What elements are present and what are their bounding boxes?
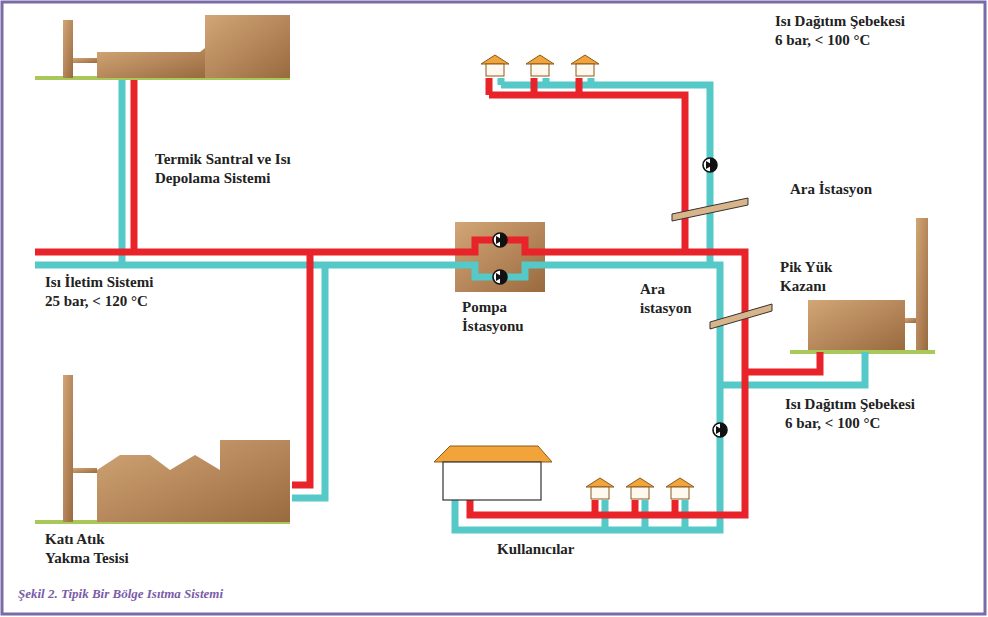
peak-boiler xyxy=(808,300,905,350)
consumer-houses xyxy=(481,55,509,76)
peak-boiler xyxy=(916,218,928,350)
consumer-houses xyxy=(434,446,552,462)
pump-symbol xyxy=(713,423,727,437)
power-plant xyxy=(35,15,290,78)
return-pipes xyxy=(35,262,455,269)
heat-exchanger xyxy=(672,198,748,221)
supply-pipes xyxy=(292,252,310,485)
component-label: Kullanıcılar xyxy=(497,540,575,559)
supply-pipes xyxy=(489,78,579,95)
peak-boiler xyxy=(905,318,916,323)
consumer-houses xyxy=(526,55,554,76)
consumer-houses xyxy=(434,55,694,500)
component-label: Termik Santral ve Isı Depolama Sistemi xyxy=(155,150,294,188)
power-plant xyxy=(205,15,290,78)
supply-pipes xyxy=(595,500,675,515)
supply-pipes xyxy=(745,352,820,372)
supply-pipes xyxy=(35,249,455,256)
consumer-houses xyxy=(571,55,599,76)
heat-exchanger xyxy=(710,304,772,329)
consumer-houses xyxy=(626,478,654,499)
incinerator xyxy=(97,440,290,522)
pump-symbol xyxy=(703,158,717,172)
component-label: Katı Atık Yakma Tesisi xyxy=(45,530,133,568)
power-plant xyxy=(63,20,73,78)
return-pipes xyxy=(501,85,710,265)
supply-pipes xyxy=(489,95,685,252)
incinerator xyxy=(73,468,97,473)
supply-pipes xyxy=(131,80,138,252)
pump-symbol xyxy=(493,158,727,437)
component-label: Pik Yük Kazanı xyxy=(780,258,836,296)
consumer-houses xyxy=(586,478,614,499)
consumer-houses xyxy=(443,462,541,500)
incinerator xyxy=(35,375,290,522)
figure-caption: Şekil 2. Tipik Bir Bölge Isıtma Sistemi xyxy=(18,586,223,602)
return-pipes xyxy=(35,78,865,530)
supply-pipes xyxy=(35,78,820,515)
component-label: Pompa İstasyonu xyxy=(462,298,527,336)
component-label: Isı Dağıtım Şebekesi 6 bar, < 100 °C xyxy=(775,12,909,50)
component-label: Ara İstasyon xyxy=(790,180,872,199)
power-plant xyxy=(73,58,97,63)
power-plant xyxy=(97,48,205,78)
pump-symbol xyxy=(493,270,507,284)
return-pipes xyxy=(119,80,126,265)
pump-station-box xyxy=(455,222,545,292)
component-label: Isı Dağıtım Şebekesi 6 bar, < 100 °C xyxy=(785,395,919,433)
incinerator xyxy=(63,375,73,522)
pump-symbol xyxy=(493,233,507,247)
consumer-houses xyxy=(666,478,694,499)
component-label: Ara istasyon xyxy=(640,280,695,318)
component-label: Isı İletim Sistemi 25 bar, < 120 °C xyxy=(45,273,157,311)
